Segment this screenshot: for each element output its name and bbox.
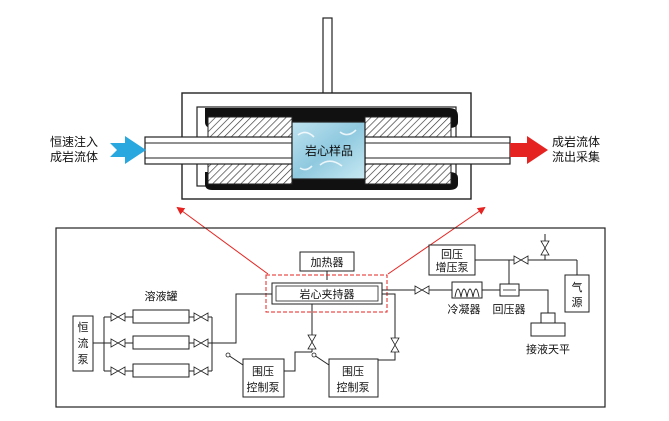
tank-row-1 <box>104 309 212 324</box>
outlet-label-line2: 流出采集 <box>552 149 600 164</box>
tank-2 <box>132 335 190 350</box>
heater-label: 加热器 <box>311 256 344 269</box>
tank-3 <box>132 363 190 378</box>
outlet-arrow <box>510 136 548 164</box>
confining-pump-b-label-2: 控制泵 <box>337 380 370 394</box>
end-plug-right <box>364 116 452 138</box>
core-sample-label: 岩心样品 <box>305 143 353 158</box>
zoom-arrow-left <box>176 206 269 275</box>
booster-label-2: 增压泵 <box>436 260 469 274</box>
gas-source-label-2: 源 <box>572 295 583 309</box>
zoom-arrow-right <box>387 206 486 275</box>
pump-label-3: 泵 <box>78 353 89 366</box>
gas-source <box>564 274 590 313</box>
pump-label-2: 流 <box>78 336 89 350</box>
system-schematic: 加热器 岩心夹持器 恒 流 泵 溶液罐 <box>55 227 606 408</box>
confining-pump-a <box>242 358 285 398</box>
balance-box <box>530 322 566 337</box>
outlet-tube <box>364 136 511 165</box>
end-plug-left <box>207 116 293 138</box>
tank-row-3 <box>104 363 212 378</box>
confining-pump-b-label-1: 围压 <box>342 365 364 378</box>
inlet-label-line1: 恒速注入 <box>50 134 98 149</box>
core-holder-label: 岩心夹持器 <box>300 287 355 301</box>
condenser-label: 冷凝器 <box>448 302 481 316</box>
confining-pump-b <box>328 358 379 398</box>
gas-source-label-1: 气 <box>572 280 583 294</box>
piston-rod <box>322 17 333 99</box>
inlet-label-line2: 成岩流体 <box>50 149 98 164</box>
pump-label-1: 恒 <box>78 321 89 334</box>
inlet-arrow <box>110 136 146 164</box>
collection-vessel <box>540 312 556 324</box>
tank-row-2 <box>104 335 212 350</box>
booster-label-1: 回压 <box>441 248 463 261</box>
booster-pump <box>428 244 476 276</box>
confining-pump-a-label-1: 围压 <box>252 365 274 378</box>
confining-pump-a-label-2: 控制泵 <box>247 380 280 394</box>
tank-1 <box>132 309 190 324</box>
back-pressure-valve-label: 回压器 <box>493 303 526 316</box>
core-holder-cross-section: 岩心样品 恒速注入 成岩流体 成岩流体 流出采集 <box>50 17 600 200</box>
balance-label: 接液天平 <box>526 342 570 356</box>
tanks-label: 溶液罐 <box>145 289 178 303</box>
system-frame <box>55 227 606 408</box>
outlet-label-line1: 成岩流体 <box>552 134 600 149</box>
inlet-tube <box>144 136 293 165</box>
